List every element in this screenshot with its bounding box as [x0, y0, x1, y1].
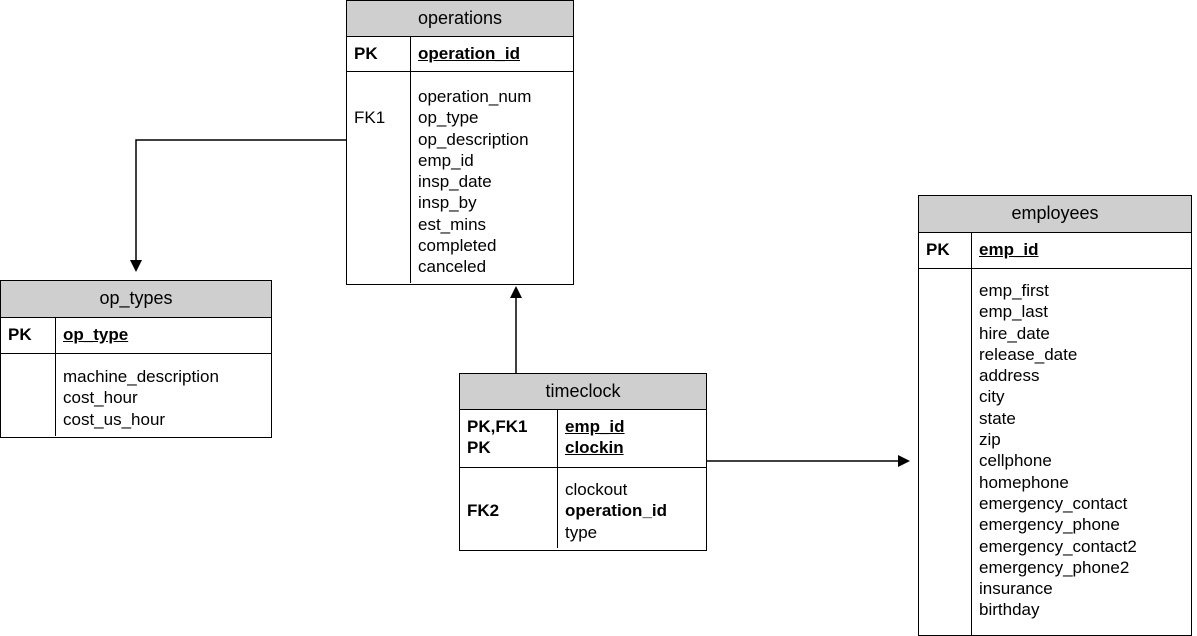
attribute-field: city: [979, 387, 1005, 407]
attribute-field: insurance: [979, 579, 1053, 599]
attribute-field: emergency_phone2: [979, 557, 1130, 577]
attribute-field: operation_num: [418, 87, 532, 106]
pk-field: emp_id: [565, 417, 625, 436]
key-label: PK: [8, 325, 32, 344]
operations-to-op-types-connector: [130, 139, 347, 272]
entity-op-types: op_types PK op_type machine_description …: [0, 280, 272, 438]
key-label: FK1: [354, 108, 386, 128]
attribute-field: machine_description: [63, 367, 219, 386]
attribute-field: birthday: [979, 600, 1040, 620]
pk-section: PK,FK1 PK emp_id clockin: [460, 410, 706, 468]
attribute-field: hire_date: [979, 323, 1050, 343]
attribute-section: FK2 clockout operation_id type: [460, 468, 706, 548]
entity-title: timeclock: [460, 374, 706, 410]
entity-employees: employees PK emp_id emp_first emp_last h…: [918, 195, 1192, 636]
attribute-field: emp_last: [979, 302, 1048, 322]
key-label: PK: [354, 44, 378, 63]
attribute-field: op_description: [418, 129, 529, 149]
attribute-field: clockout: [565, 480, 628, 499]
pk-section: PK emp_id: [919, 233, 1191, 269]
key-label: PK,FK1: [467, 417, 528, 436]
attribute-section: FK1 operation_num op_type op_description…: [347, 72, 573, 283]
attribute-field: release_date: [979, 344, 1078, 364]
attribute-field: canceled: [418, 257, 487, 277]
pk-field: clockin: [565, 438, 624, 458]
attribute-field: zip: [979, 430, 1001, 450]
pk-section: PK op_type: [1, 318, 271, 354]
attribute-field: insp_by: [418, 193, 477, 213]
attribute-field: op_type: [418, 108, 479, 128]
key-label: FK2: [467, 501, 500, 521]
attribute-field: type: [565, 522, 598, 542]
pk-field: emp_id: [979, 240, 1039, 259]
attribute-field: homephone: [979, 472, 1069, 492]
attribute-field: cost_hour: [63, 388, 138, 408]
pk-field: op_type: [63, 325, 129, 344]
key-label: PK: [926, 240, 950, 259]
entity-title: employees: [919, 196, 1191, 233]
attribute-field: est_mins: [418, 214, 487, 234]
key-label: [467, 479, 557, 500]
entity-title: op_types: [1, 281, 271, 318]
attribute-field: emp_id: [418, 150, 474, 170]
attribute-field: emergency_phone: [979, 515, 1120, 535]
attribute-section: emp_first emp_last hire_date release_dat…: [919, 269, 1191, 635]
attribute-field: emp_first: [979, 281, 1049, 300]
attribute-field: insp_date: [418, 172, 492, 192]
attribute-field: address: [979, 366, 1040, 386]
attribute-field: emergency_contact: [979, 493, 1128, 513]
attribute-field: completed: [418, 236, 497, 256]
pk-field: operation_id: [418, 44, 521, 63]
attribute-field: state: [979, 408, 1016, 428]
attribute-field: cost_us_hour: [63, 409, 166, 429]
pk-section: PK operation_id: [347, 37, 573, 72]
entity-timeclock: timeclock PK,FK1 PK emp_id clockin FK2 c…: [459, 373, 707, 551]
key-label: PK: [467, 438, 491, 458]
attribute-field: emergency_contact2: [979, 536, 1137, 556]
key-label: [354, 86, 410, 107]
attribute-section: machine_description cost_hour cost_us_ho…: [1, 354, 271, 436]
attribute-field: cellphone: [979, 451, 1052, 471]
attribute-field: operation_id: [565, 501, 668, 521]
entity-operations: operations PK operation_id FK1 operation…: [346, 0, 574, 285]
entity-title: operations: [347, 1, 573, 37]
